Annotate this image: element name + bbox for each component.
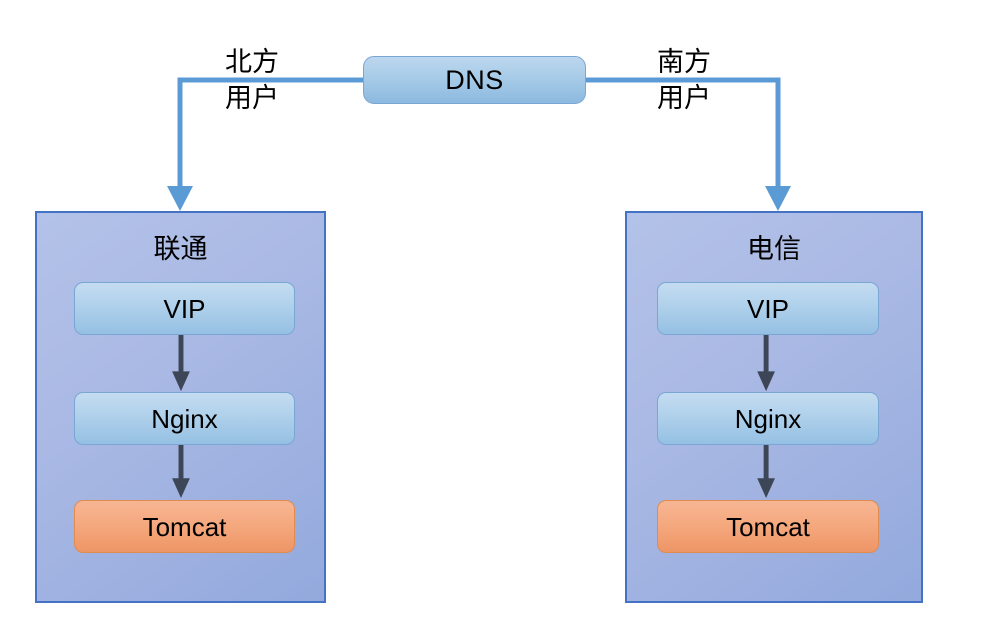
isp-group-unicom[interactable]: 联通 VIP Nginx Tomcat: [35, 211, 326, 603]
service-node-telecom-vip-label: VIP: [747, 293, 789, 324]
service-node-unicom-vip[interactable]: VIP: [74, 282, 295, 335]
service-node-telecom-tomcat[interactable]: Tomcat: [657, 500, 879, 553]
service-node-unicom-nginx[interactable]: Nginx: [74, 392, 295, 445]
down-arrow-icon: [167, 186, 193, 211]
edge-label-south-line-2: 用户: [657, 83, 711, 113]
service-node-telecom-vip[interactable]: VIP: [657, 282, 879, 335]
service-node-unicom-nginx-label: Nginx: [151, 403, 218, 434]
dns-node[interactable]: DNS: [363, 56, 586, 104]
isp-group-unicom-title: 联通: [153, 234, 208, 264]
arrow-vip-to-nginx: [172, 333, 190, 392]
isp-group-telecom-title: 电信: [747, 234, 801, 264]
arrow-nginx-to-tomcat: [172, 442, 190, 499]
service-node-telecom-tomcat-label: Tomcat: [726, 511, 810, 542]
isp-group-telecom[interactable]: 电信 VIP Nginx Tomcat: [625, 211, 923, 603]
edge-label-north-users: 北方 用户: [200, 44, 304, 116]
dns-node-label: DNS: [445, 64, 504, 95]
arrow-nginx-to-tomcat: [757, 442, 775, 499]
down-arrow-icon: [765, 186, 791, 211]
arrow-vip-to-nginx: [757, 333, 775, 392]
edge-label-north-line-1: 北方: [225, 47, 279, 77]
service-node-unicom-vip-label: VIP: [163, 293, 206, 324]
service-node-telecom-nginx-label: Nginx: [734, 403, 802, 434]
service-node-unicom-tomcat-label: Tomcat: [142, 511, 227, 542]
service-node-telecom-nginx[interactable]: Nginx: [657, 392, 879, 445]
edge-label-south-users: 南方 用户: [632, 44, 736, 116]
edge-label-south-line-1: 南方: [657, 47, 711, 77]
edge-label-north-line-2: 用户: [225, 83, 279, 113]
service-node-unicom-tomcat[interactable]: Tomcat: [74, 500, 295, 553]
